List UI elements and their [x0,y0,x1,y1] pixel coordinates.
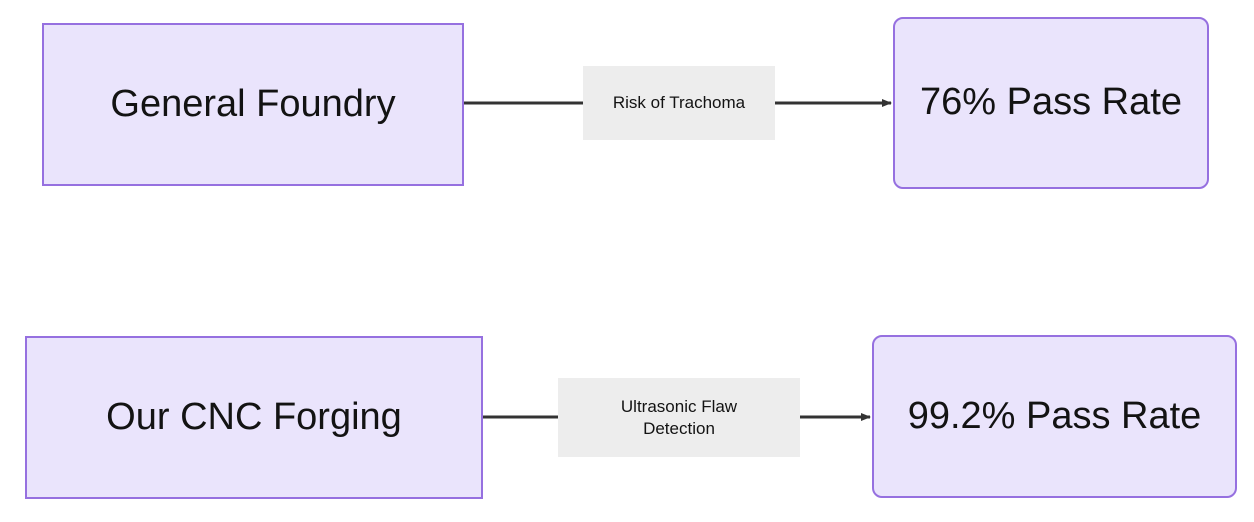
edge-label-ultrasonic-flaw-detection-line-2: Detection [643,418,715,438]
node-our-cnc-forging[interactable]: Our CNC Forging [25,336,483,499]
edge-label-risk-of-trachoma-line-1: Risk of Trachoma [612,93,746,113]
edge-label-ultrasonic-flaw-detection-line-1: Ultrasonic Flaw [620,397,738,417]
node-general-foundry[interactable]: General Foundry [42,23,464,186]
node-pass-rate-992[interactable]: 99.2% Pass Rate [872,335,1237,498]
node-general-foundry-label: General Foundry [110,82,396,125]
node-pass-rate-76[interactable]: 76% Pass Rate [893,17,1209,189]
edge-label-risk-of-trachoma: Risk of Trachoma [583,66,775,140]
edge-label-ultrasonic-flaw-detection-lines: Ultrasonic Flaw Detection [615,396,743,439]
node-our-cnc-forging-label: Our CNC Forging [106,395,402,438]
edge-label-ultrasonic-flaw-detection: Ultrasonic Flaw Detection [558,378,800,457]
node-pass-rate-992-label: 99.2% Pass Rate [907,394,1202,437]
node-pass-rate-76-label: 76% Pass Rate [920,81,1182,124]
